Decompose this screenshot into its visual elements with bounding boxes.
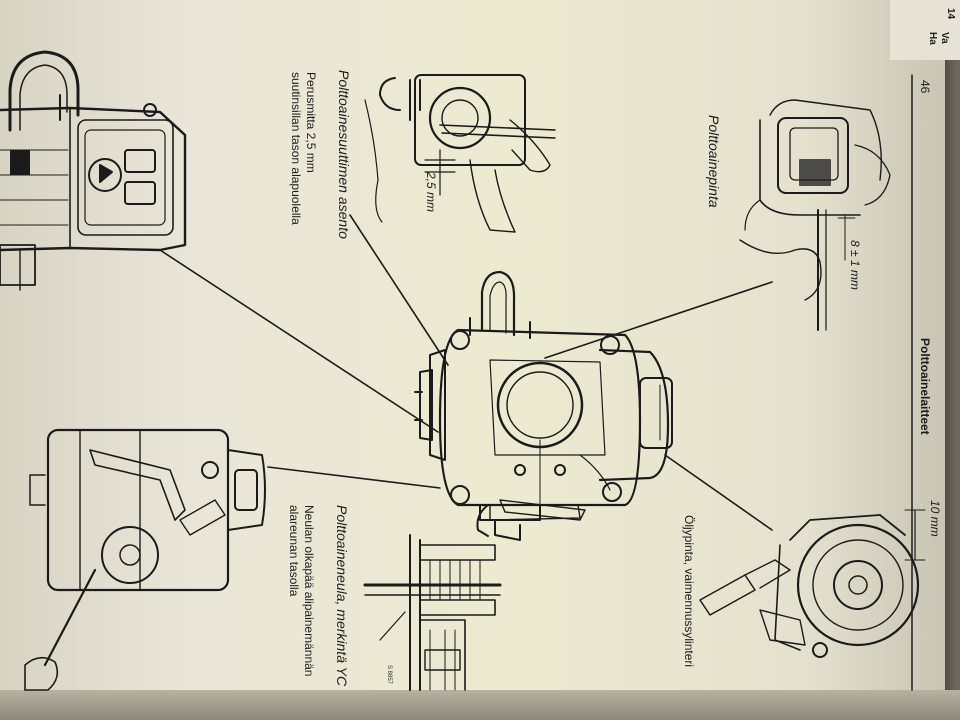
previous-page-letter-1: Va [939,32,950,44]
manual-page [0,0,945,700]
dimension-oil: 10 mm [928,500,942,537]
fuel-level-view [739,99,891,331]
carburettor-main-view [414,270,673,541]
caption-fuel-level-title: Polttoainepinta [706,115,722,208]
carburettor-float-chamber-view [0,50,187,291]
caption-fuel-needle-line-2: alareunan tasolla [287,505,301,597]
figure-code-needle: S 8857 [386,665,392,685]
dimension-float: 8 ± 1 mm [848,240,862,290]
previous-page-edge [890,0,960,60]
caption-oil-level-title: Öljypinta, vaimennussylinteri [682,515,696,668]
jet-position-view [364,74,556,233]
needle-section-view [363,534,502,691]
page-number: 46 [918,80,932,94]
dimension-jet: 2,5 mm [424,172,438,213]
linkage-view [24,428,266,691]
caption-fuel-jet-line-1: Perusmitta 2,5 mm [304,72,318,173]
caption-fuel-needle-title: Polttoaineneula, merkintä YC [334,505,350,687]
previous-page-letter-2: Ha [927,32,938,45]
previous-page-number: 14 [945,8,956,20]
caption-fuel-jet-title: Polttoainesuuttimen asento [336,70,352,239]
leader-lines [159,214,773,531]
section-title: Polttoainelaitteet [918,338,932,435]
caption-fuel-jet-line-2: suutinsillan tason alapuolella [289,72,303,225]
oil-level-view [699,509,926,658]
book-bottom-edge [0,690,960,720]
caption-fuel-needle-line-1: Neulan olkapää alipainemännän [302,505,316,677]
